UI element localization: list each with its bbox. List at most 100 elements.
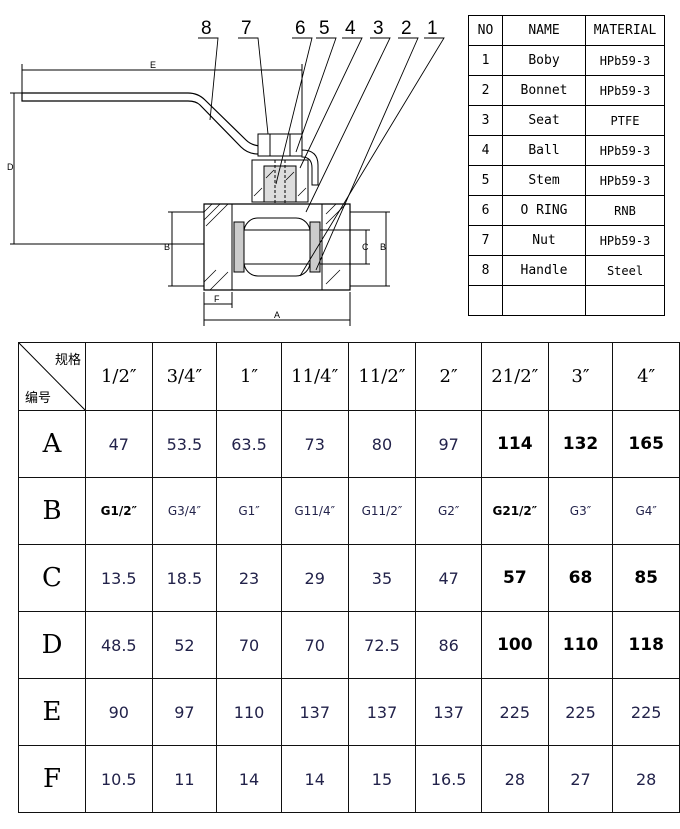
- spec-cell: 114: [480, 410, 549, 478]
- part-name: Handle: [502, 255, 586, 286]
- part-name: Ball: [502, 135, 586, 166]
- size-header: 3″: [547, 342, 614, 411]
- spec-cell: 137: [280, 678, 349, 746]
- corner-top-label: 规格: [55, 353, 82, 368]
- part-no: 5: [468, 165, 503, 196]
- corner-diagonal: [19, 343, 85, 410]
- spec-cell: 16.5: [415, 745, 482, 813]
- callout-2: 2: [401, 18, 412, 39]
- dim-B-label: B: [164, 242, 170, 252]
- spec-cell: 70: [216, 611, 282, 679]
- spec-cell: 110: [547, 611, 614, 679]
- spec-cell: 29: [280, 544, 349, 612]
- size-header: 11/2″: [347, 342, 417, 411]
- parts-header-row: NO NAME MATERIAL: [468, 15, 665, 46]
- spec-cell: G11/4″: [280, 477, 349, 545]
- spec-cell: 97: [151, 678, 218, 746]
- spec-cell: 225: [480, 678, 549, 746]
- part-material: PTFE: [585, 105, 665, 136]
- row-label: E: [18, 678, 86, 746]
- spec-cell: 18.5: [151, 544, 218, 612]
- spec-cell: 132: [547, 410, 614, 478]
- size-header: 1″: [216, 342, 282, 411]
- spec-cell: 110: [216, 678, 282, 746]
- parts-header-no: NO: [468, 15, 503, 46]
- spec-cell: 14: [280, 745, 349, 813]
- dim-A-label: A: [274, 310, 280, 320]
- spec-cell: 35: [347, 544, 417, 612]
- part-name: Stem: [502, 165, 586, 196]
- spec-cell: G21/2″: [480, 477, 549, 545]
- spec-cell: 28: [480, 745, 549, 813]
- valve-drawing: 8 7 6 5 4 3 2 1 E D B C B F A: [7, 18, 445, 326]
- spec-cell: 13.5: [85, 544, 153, 612]
- spec-cell: 100: [480, 611, 549, 679]
- spec-cell: 53.5: [151, 410, 218, 478]
- dim-F-label: F: [214, 294, 220, 304]
- spec-cell: 27: [547, 745, 614, 813]
- size-header: 3/4″: [151, 342, 218, 411]
- spec-cell: 86: [415, 611, 482, 679]
- corner-bottom-label: 编号: [25, 391, 52, 406]
- spec-cell: G4″: [612, 477, 680, 545]
- callout-4: 4: [345, 18, 356, 39]
- spec-cell: 85: [612, 544, 680, 612]
- spec-cell: 72.5: [347, 611, 417, 679]
- spec-cell: G1/2″: [85, 477, 153, 545]
- row-label: C: [18, 544, 86, 612]
- parts-row-empty: [468, 285, 665, 316]
- callout-6: 6: [295, 18, 306, 39]
- spec-cell: 11: [151, 745, 218, 813]
- corner-header: 规格 编号: [18, 342, 86, 411]
- part-material: HPb59-3: [585, 165, 665, 196]
- part-name: Bonnet: [502, 75, 586, 106]
- size-header: 1/2″: [85, 342, 153, 411]
- callout-1: 1: [427, 18, 438, 39]
- part-no: 8: [468, 255, 503, 286]
- row-label: D: [18, 611, 86, 679]
- spec-cell: 48.5: [85, 611, 153, 679]
- spec-cell: G11/2″: [347, 477, 417, 545]
- spec-cell: 225: [547, 678, 614, 746]
- callout-7: 7: [241, 18, 252, 39]
- part-name: [502, 285, 586, 316]
- spec-cell: 80: [347, 410, 417, 478]
- part-material: [585, 285, 665, 316]
- part-no: 2: [468, 75, 503, 106]
- spec-cell: 52: [151, 611, 218, 679]
- part-name: O RING: [502, 195, 586, 226]
- callout-5: 5: [319, 18, 330, 39]
- part-no: 7: [468, 225, 503, 256]
- part-material: HPb59-3: [585, 135, 665, 166]
- parts-header-name: NAME: [502, 15, 586, 46]
- row-label: F: [18, 745, 86, 813]
- spec-cell: 23: [216, 544, 282, 612]
- part-no: 3: [468, 105, 503, 136]
- size-header: 2″: [415, 342, 482, 411]
- spec-cell: 97: [415, 410, 482, 478]
- spec-cell: 14: [216, 745, 282, 813]
- size-header: 21/2″: [480, 342, 549, 411]
- row-label: B: [18, 477, 86, 545]
- part-name: Seat: [502, 105, 586, 136]
- part-no: 1: [468, 45, 503, 76]
- spec-cell: 57: [480, 544, 549, 612]
- parts-header-material: MATERIAL: [585, 15, 665, 46]
- spec-cell: G2″: [415, 477, 482, 545]
- dim-E-label: E: [150, 60, 156, 70]
- spec-cell: 10.5: [85, 745, 153, 813]
- spec-cell: 63.5: [216, 410, 282, 478]
- spec-cell: 90: [85, 678, 153, 746]
- part-name: Boby: [502, 45, 586, 76]
